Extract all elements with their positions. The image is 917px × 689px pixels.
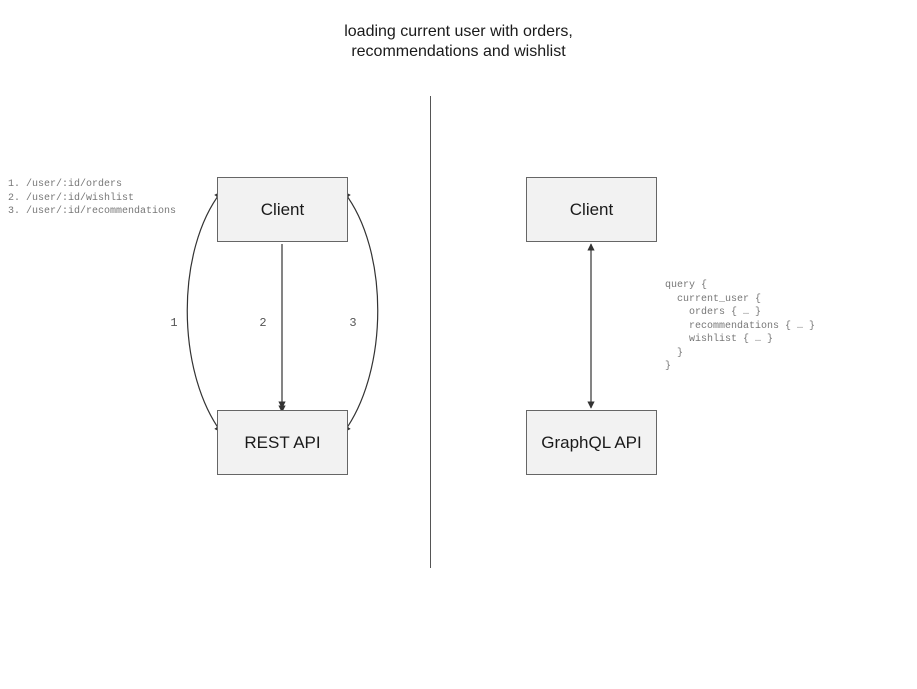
edge-1-curve xyxy=(186,191,222,433)
edge-label-3: 3 xyxy=(349,316,357,330)
edge-3-curve xyxy=(343,191,379,433)
edge-label-1: 1 xyxy=(170,316,178,330)
node-client-rest-label: Client xyxy=(260,199,305,219)
node-graphql-api-label: GraphQL API xyxy=(541,432,642,452)
graphql-query-snippet: query { current_user { orders { … } reco… xyxy=(665,280,816,372)
node-client-rest[interactable]: Client xyxy=(217,177,348,242)
node-rest-api[interactable]: REST API xyxy=(217,410,348,475)
node-client-graphql[interactable]: Client xyxy=(526,177,657,242)
rest-endpoints-list: 1. /user/:id/orders 2. /user/:id/wishlis… xyxy=(8,179,177,217)
vertical-divider xyxy=(430,96,431,568)
edge-label-2: 2 xyxy=(259,316,267,330)
node-graphql-api[interactable]: GraphQL API xyxy=(526,410,657,475)
page-title: loading current user with orders, recomm… xyxy=(344,23,573,60)
node-rest-api-label: REST API xyxy=(244,432,321,452)
node-client-graphql-label: Client xyxy=(569,199,614,219)
